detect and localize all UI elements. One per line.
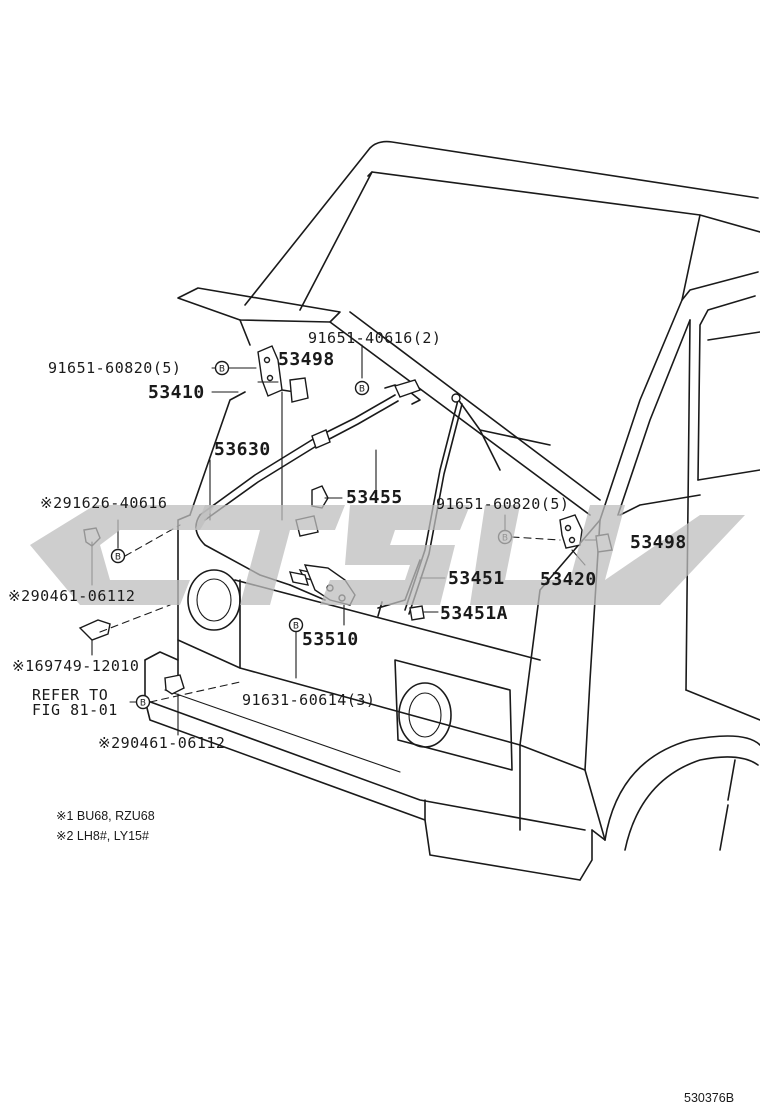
callout-91651-60820-left: 91651-60820(5) <box>48 359 181 377</box>
label-53410: 53410 <box>148 382 205 403</box>
svg-text:B: B <box>359 384 365 394</box>
bolt-marker: B <box>288 617 304 633</box>
callout-91651-40616: 91651-40616(2) <box>308 329 441 347</box>
part-labels: 53498 53410 53630 53455 53498 53451 5342… <box>148 349 687 650</box>
label-53630: 53630 <box>214 439 271 460</box>
callout-91651-60820-right: 91651-60820(5) <box>436 495 569 513</box>
hinge-right-53420 <box>559 514 583 549</box>
refer-to-line2: FIG 81-01 <box>32 701 118 719</box>
callout-91626-40616: ※291626-40616 <box>40 494 167 512</box>
label-53451a: 53451A <box>440 603 508 624</box>
label-53420: 53420 <box>540 569 597 590</box>
label-53498-right: 53498 <box>630 532 687 553</box>
callout-labels: 91651-60820(5) 91651-40616(2) ※291626-40… <box>8 329 569 752</box>
bolt-marker: B <box>135 694 151 710</box>
bracket-69749 <box>78 619 111 641</box>
refer-to-line1: REFER TO <box>32 686 108 704</box>
footnote-1: ※1 BU68, RZU68 <box>56 809 155 823</box>
svg-text:B: B <box>115 552 121 562</box>
clamp-90461-low <box>164 674 185 695</box>
callout-90461-06112-low: ※290461-06112 <box>98 734 225 752</box>
callout-90461-06112-mid: ※290461-06112 <box>8 587 135 605</box>
svg-text:B: B <box>293 621 299 631</box>
label-53451: 53451 <box>448 568 505 589</box>
bumper-stop-53498-top <box>289 377 309 403</box>
diagram-id: 530376B <box>684 1091 734 1105</box>
svg-text:ctsu: ctsu <box>0 0 2 1</box>
callout-69749-12010: ※169749-12010 <box>12 657 139 675</box>
label-53510: 53510 <box>302 629 359 650</box>
footnote-2: ※2 LH8#, LY15# <box>56 829 149 843</box>
leader-lines <box>91 344 597 736</box>
clip-53451a <box>409 605 425 621</box>
svg-text:B: B <box>219 364 225 374</box>
label-53498-top: 53498 <box>278 349 335 370</box>
bolt-marker: B <box>354 380 370 396</box>
svg-text:B: B <box>140 698 146 708</box>
bolt-marker: B <box>110 548 126 564</box>
label-53455: 53455 <box>346 487 403 508</box>
hinge-left-53410 <box>257 345 296 397</box>
bolt-marker: B <box>214 360 230 376</box>
watermark-logo: ctsu <box>0 0 745 605</box>
callout-91631-60614: 91631-60614(3) <box>242 691 375 709</box>
footnotes: ※1 BU68, RZU68 ※2 LH8#, LY15# <box>56 809 155 843</box>
